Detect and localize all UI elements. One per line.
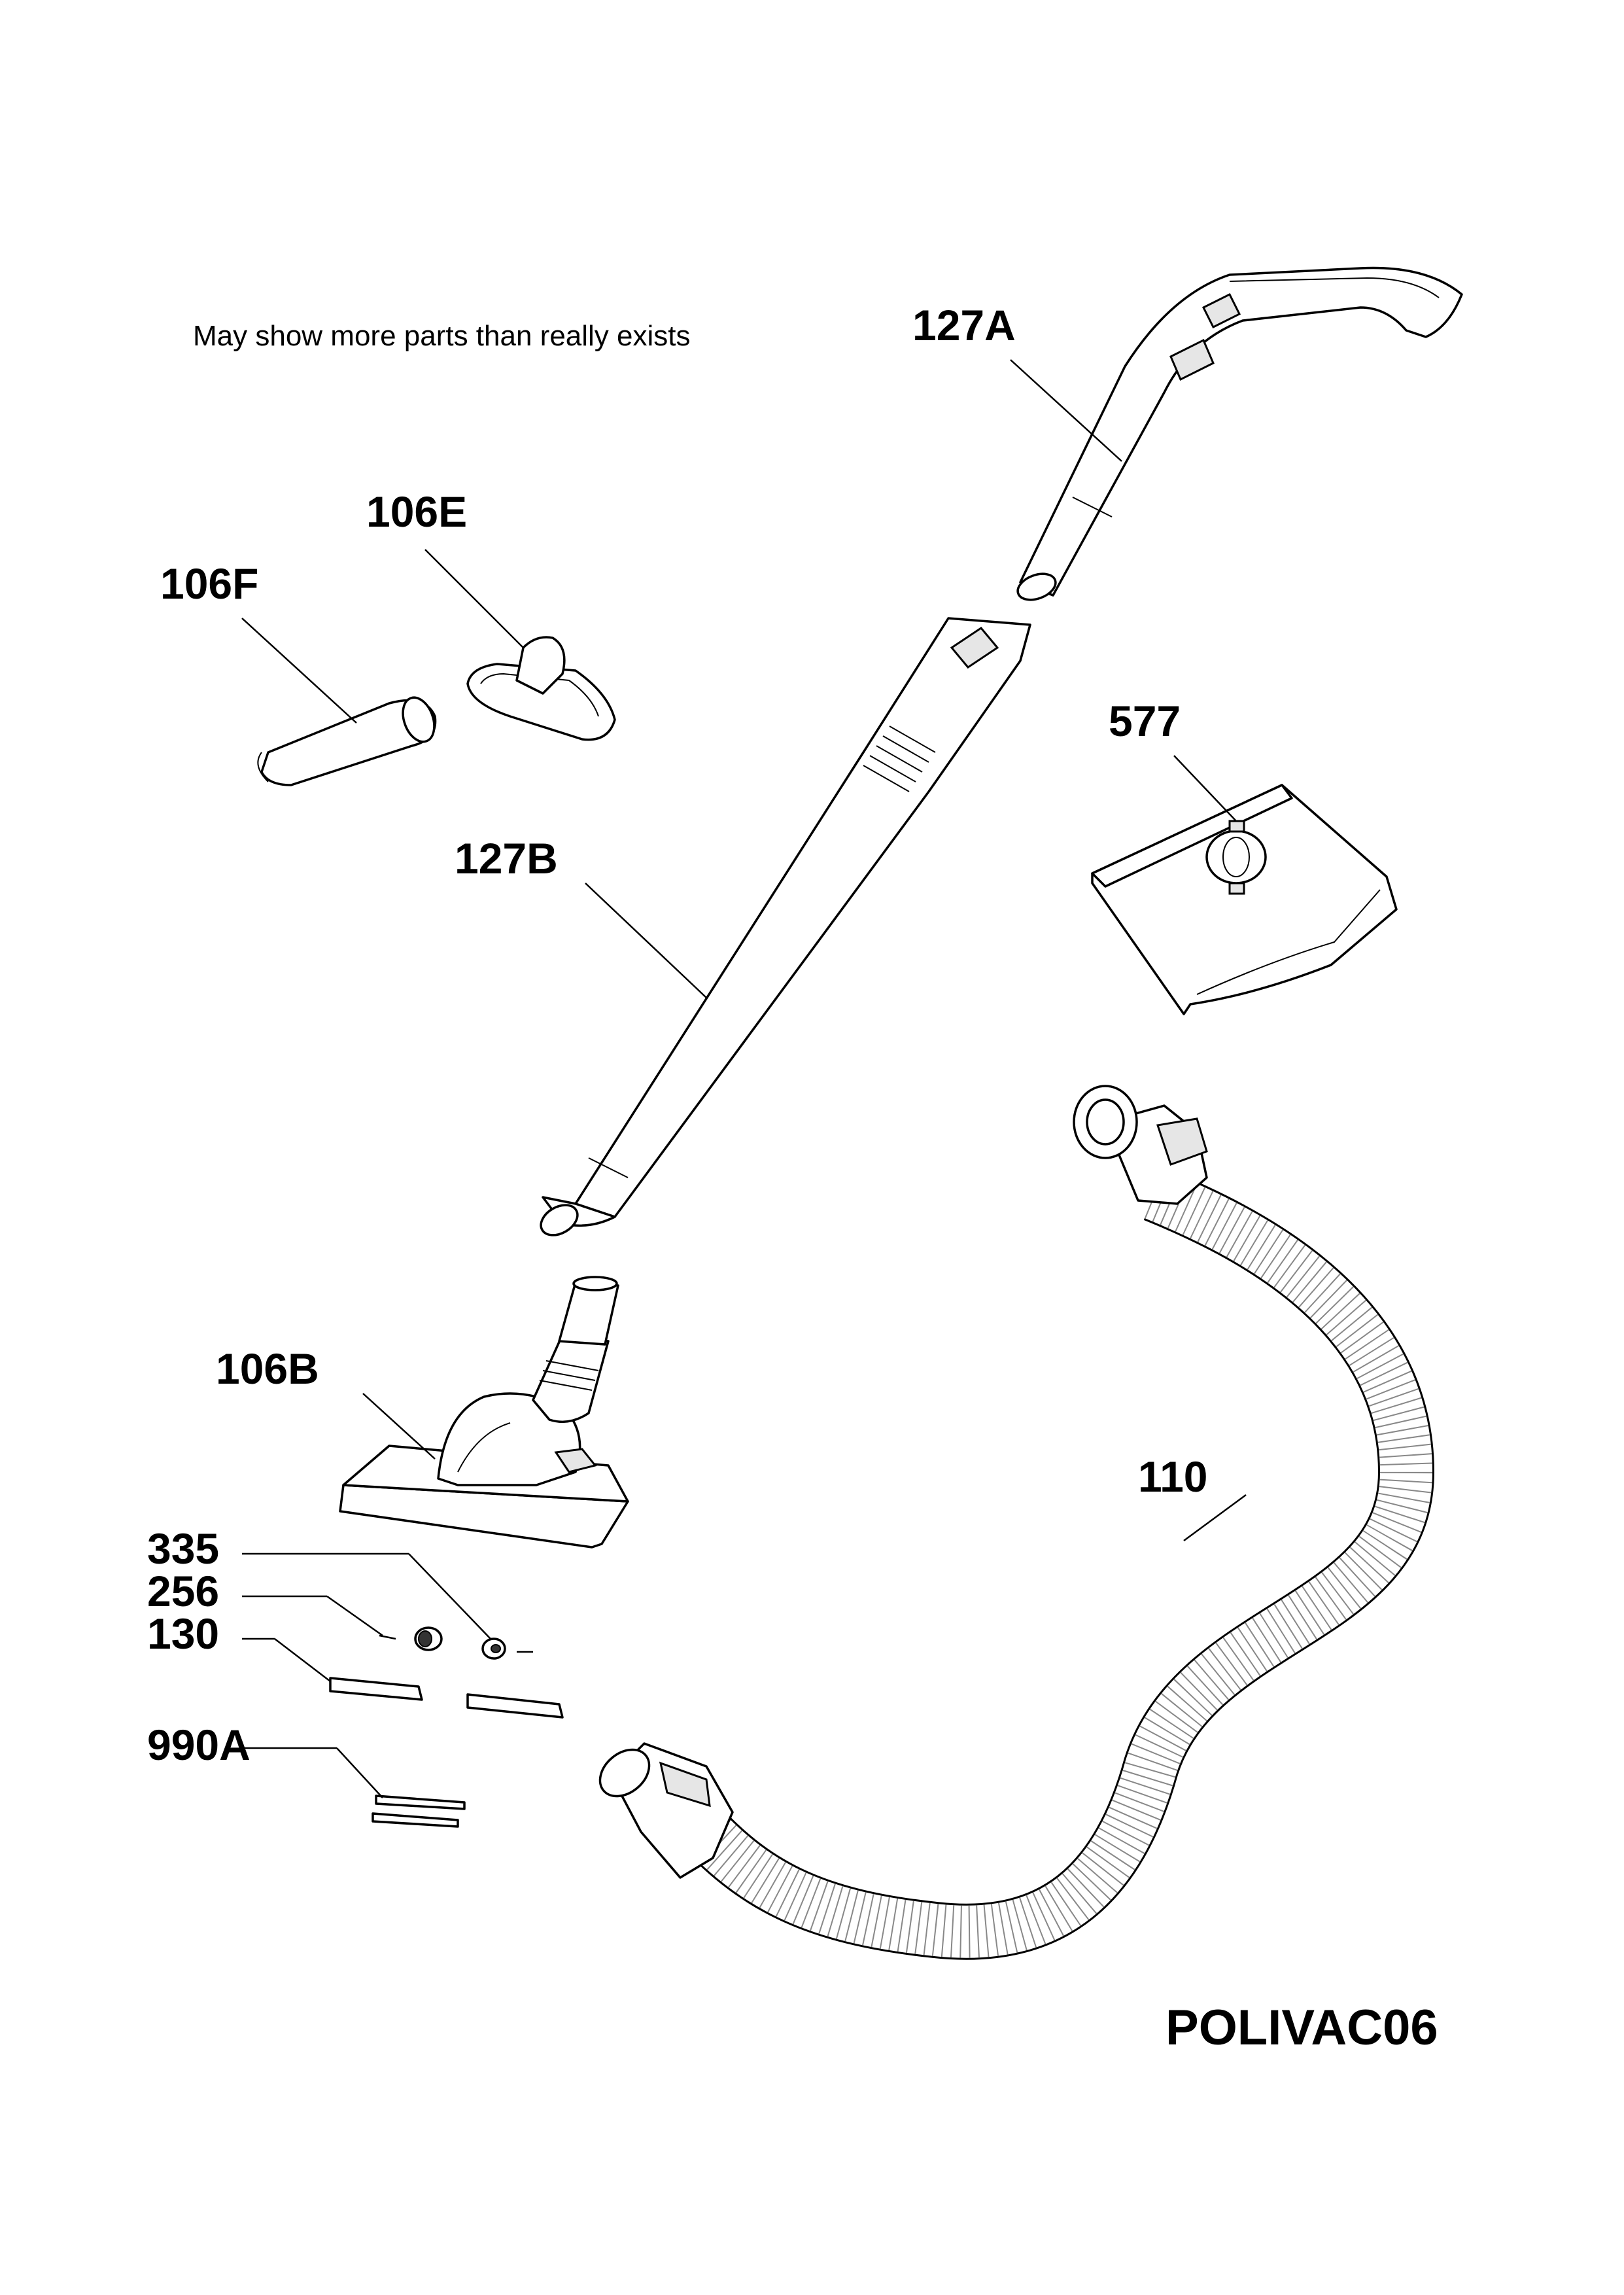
- leader-256-angled: [326, 1595, 383, 1637]
- leader-127b: [585, 883, 707, 998]
- part-130-strips: [329, 1677, 564, 1719]
- leader-990a-angled: [336, 1747, 383, 1798]
- leader-106b: [362, 1393, 436, 1460]
- part-335-wheel: [481, 1638, 533, 1660]
- disclaimer-note: May show more parts than really exists: [193, 320, 691, 352]
- part-577-dust-bag: [1091, 784, 1398, 1015]
- part-127b-telescopic-tube: [540, 617, 1031, 1236]
- part-256-wheel: [379, 1626, 443, 1651]
- label-335: 335: [147, 1524, 219, 1573]
- part-127a-handle: [1016, 266, 1463, 601]
- label-990a: 990A: [147, 1721, 251, 1769]
- label-577: 577: [1109, 697, 1181, 745]
- leader-127a: [1010, 359, 1122, 462]
- leader-577: [1173, 755, 1237, 822]
- leader-110: [1183, 1494, 1247, 1542]
- diagram-code: POLIVAC06: [1166, 2000, 1438, 2056]
- part-990a-brushes: [371, 1795, 466, 1828]
- label-106e: 106E: [366, 487, 467, 536]
- label-130: 130: [147, 1609, 219, 1658]
- leader-106e: [424, 549, 524, 648]
- part-106b-floor-nozzle: [339, 1276, 629, 1549]
- label-106f: 106F: [160, 559, 258, 608]
- label-106b: 106B: [216, 1344, 319, 1393]
- leader-130-angled: [274, 1638, 331, 1682]
- part-106e-upholstery-nozzle: [466, 636, 616, 741]
- leader-106f: [241, 618, 357, 724]
- leader-335-angled: [408, 1553, 491, 1639]
- part-106f-crevice-tool: [257, 696, 437, 786]
- label-256: 256: [147, 1567, 219, 1615]
- label-110: 110: [1138, 1452, 1207, 1501]
- part-110-hose: [598, 1085, 1435, 1960]
- label-127b: 127B: [455, 834, 558, 883]
- label-127a: 127A: [912, 301, 1016, 349]
